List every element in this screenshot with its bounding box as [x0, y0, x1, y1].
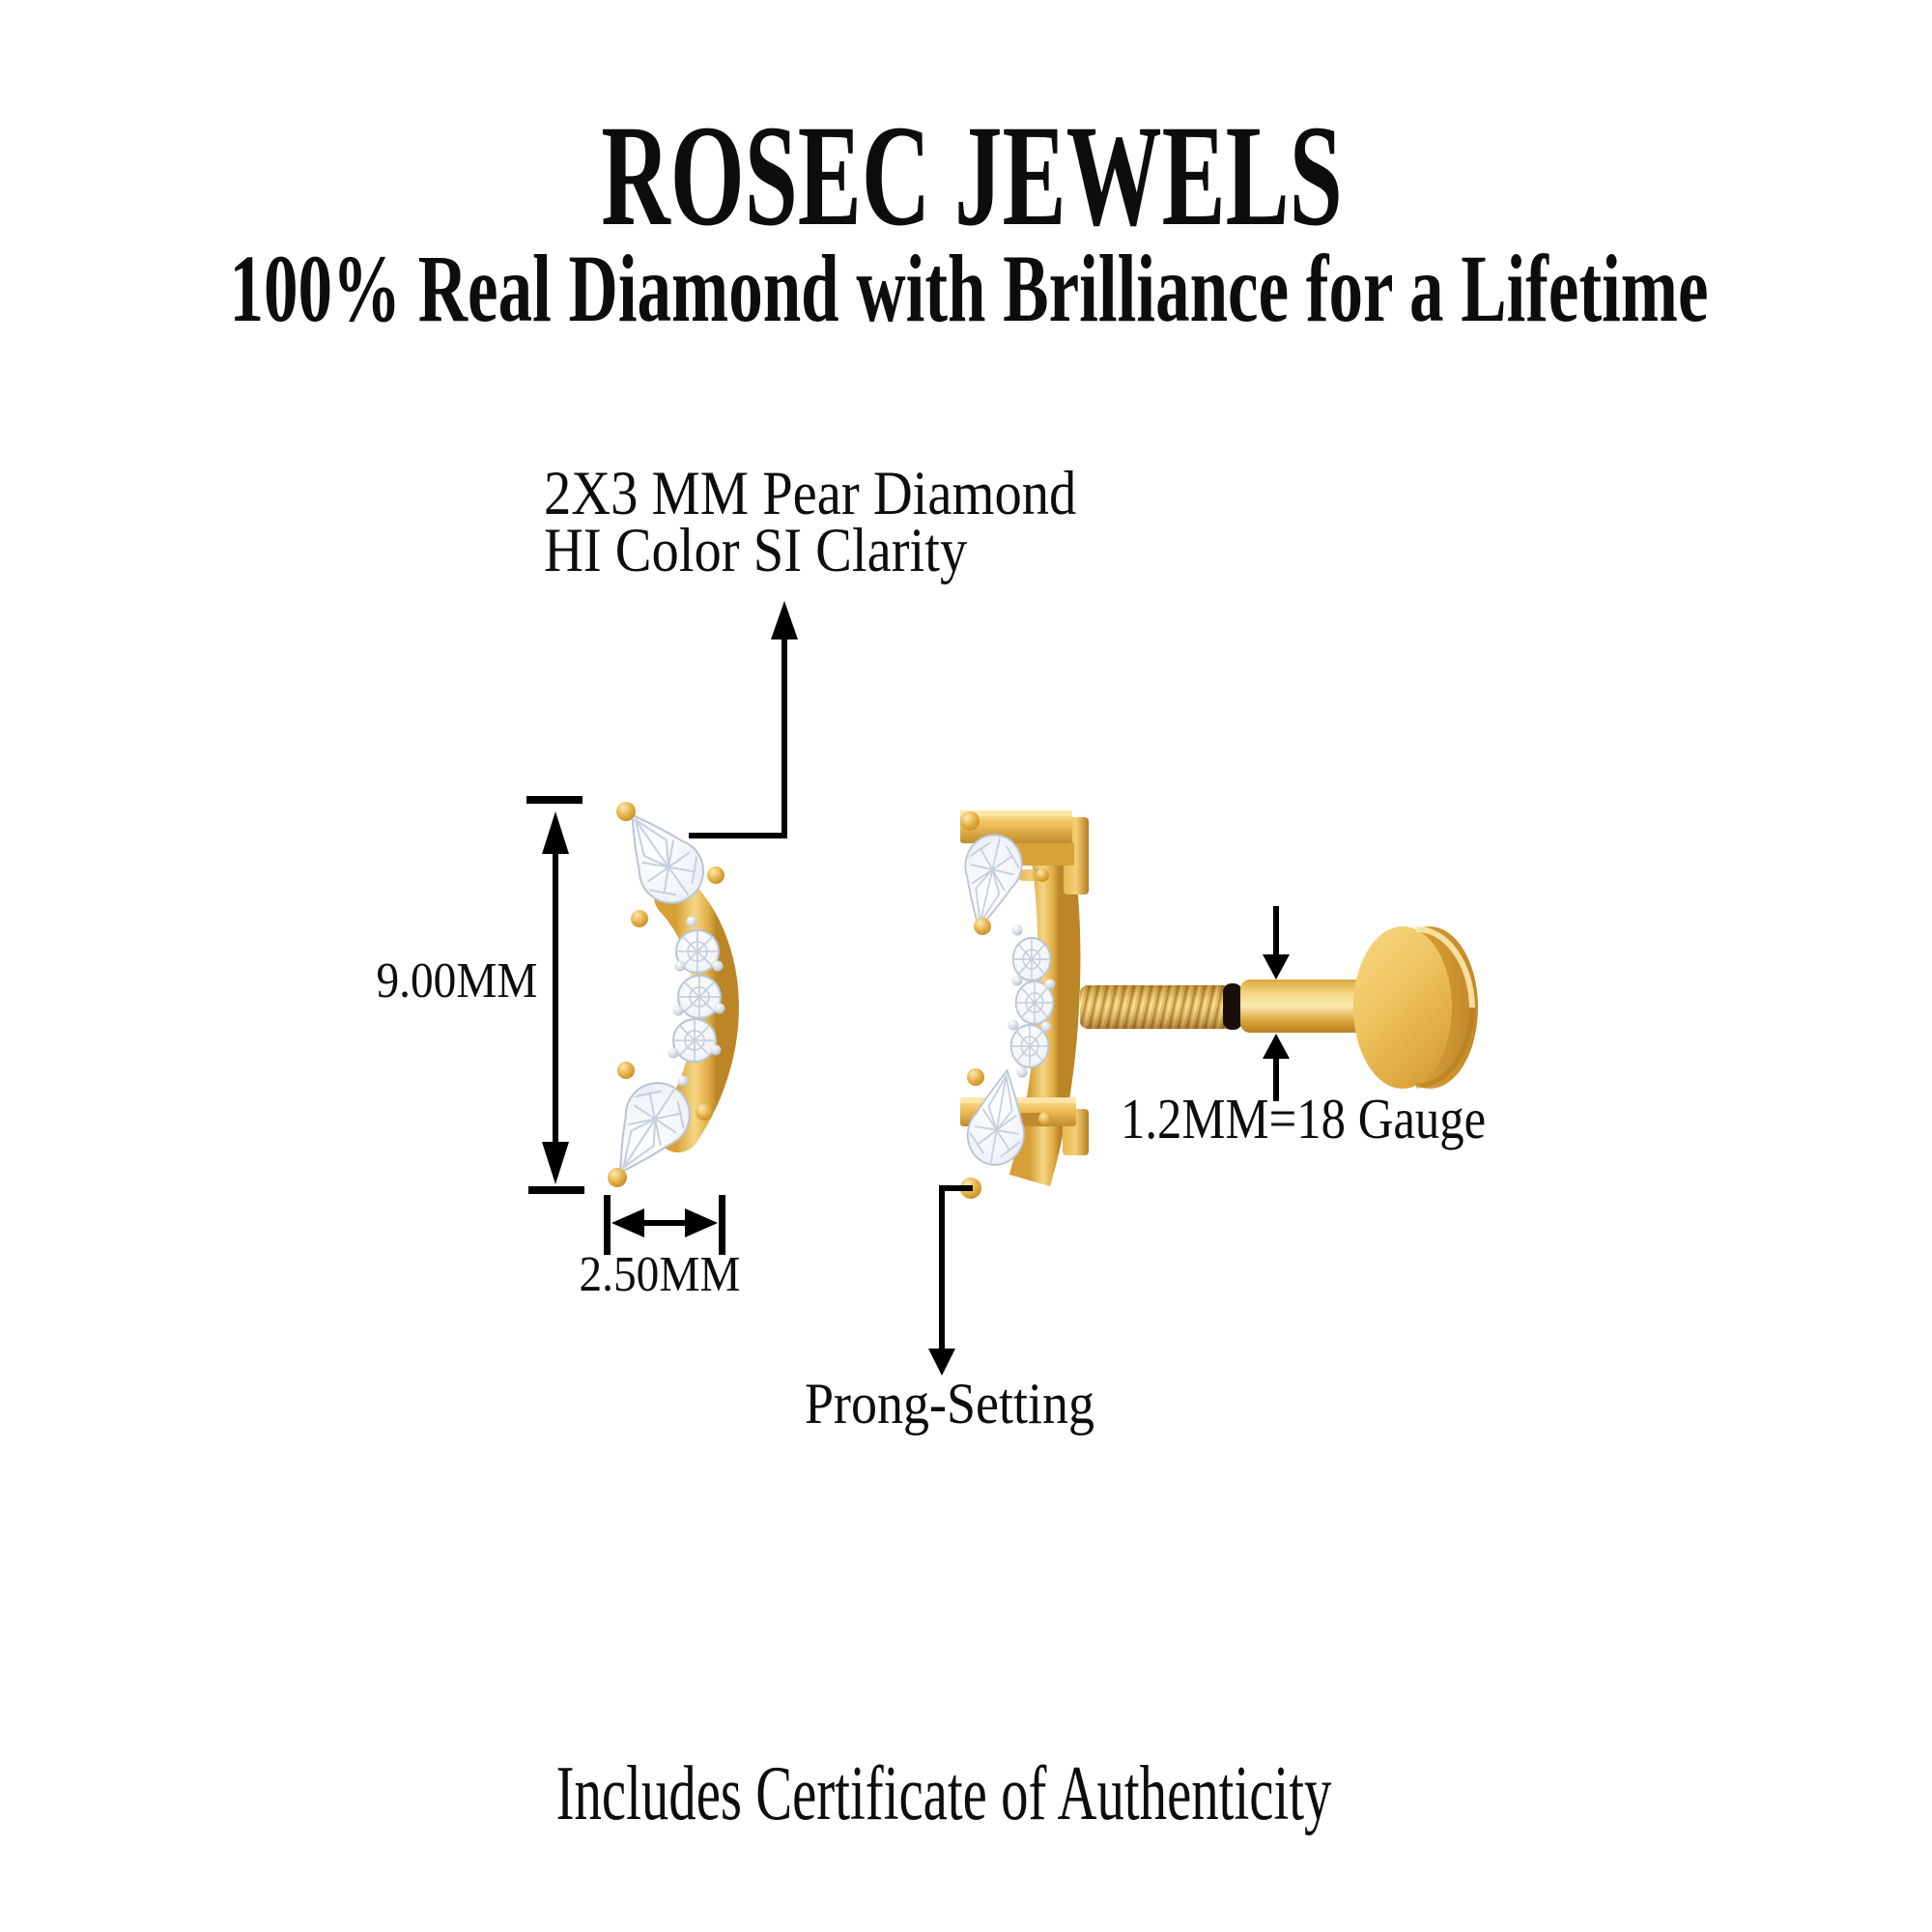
front-round-diamonds	[668, 916, 725, 1087]
prong-bead	[1036, 868, 1049, 882]
earring-front-view	[592, 795, 739, 1191]
threaded-post	[1080, 985, 1238, 1029]
height-dimension-label: 9.00MM	[376, 953, 538, 1009]
top-shelf-highlight	[960, 810, 1072, 816]
post-barbell	[1240, 980, 1383, 1033]
stone-pointer-arrow	[689, 601, 798, 838]
side-pear-diamond-bottom	[960, 1065, 1037, 1199]
flat-disc-back	[1353, 925, 1478, 1089]
certificate-note: Includes Certificate of Authenticity	[555, 1751, 1332, 1836]
pear-diamond-top	[605, 795, 724, 927]
bottom-shelf-highlight	[960, 1097, 1076, 1103]
gauge-arrows	[1263, 906, 1290, 1101]
side-pear-diamond-top	[951, 811, 1029, 936]
side-band	[1009, 831, 1081, 1187]
setting-label: Prong-Setting	[804, 1372, 1095, 1435]
brand-title: ROSEC JEWELS	[601, 96, 1343, 256]
width-dimension-arrow	[604, 1195, 725, 1255]
setting-pointer-arrow	[928, 1185, 973, 1376]
prong-bead	[1038, 1112, 1052, 1125]
brand-tagline: 100% Real Diamond with Brilliance for a …	[229, 235, 1709, 342]
gauge-label: 1.2MM=18 Gauge	[1121, 1087, 1487, 1151]
stone-callout: 2X3 MM Pear Diamond HI Color SI Clarity	[544, 459, 1077, 585]
top-step	[1014, 842, 1074, 866]
earring-side-view	[951, 810, 1478, 1199]
annotation-graphics	[526, 601, 1290, 1376]
pear-diamond-bottom	[592, 1062, 713, 1191]
side-round-diamonds	[1008, 924, 1056, 1078]
stone-callout-line2: HI Color SI Clarity	[544, 516, 968, 585]
height-dimension-arrow	[526, 796, 584, 1194]
bottom-prong-lip	[1018, 1113, 1045, 1124]
width-dimension-label: 2.50MM	[579, 1247, 741, 1302]
o-ring	[1223, 983, 1242, 1030]
stone-callout-line1: 2X3 MM Pear Diamond	[544, 459, 1077, 528]
